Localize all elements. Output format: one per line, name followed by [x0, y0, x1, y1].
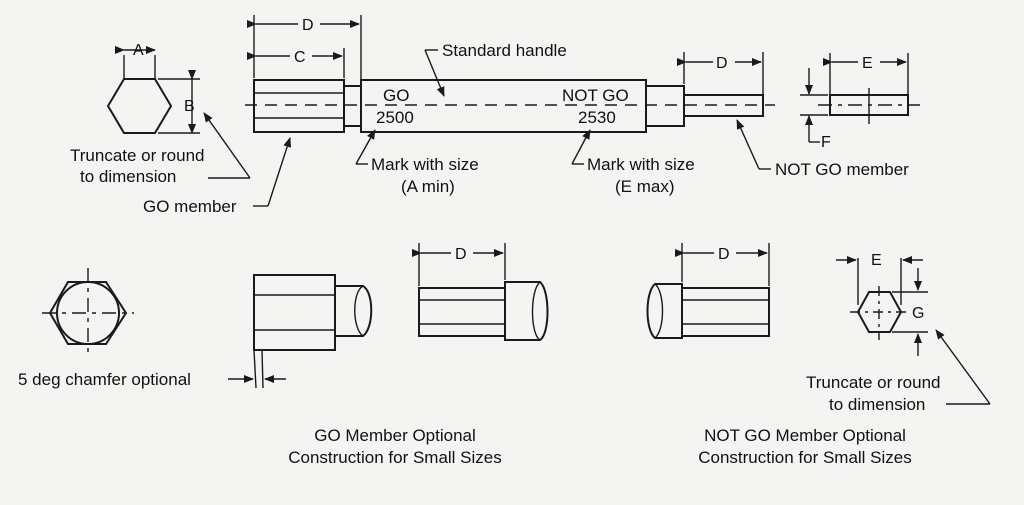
- dim-b-label: B: [184, 98, 195, 115]
- go-optional-caption-line2: Construction for Small Sizes: [288, 448, 502, 467]
- standard-handle-label: Standard handle: [442, 41, 567, 60]
- dim-a-label: A: [133, 42, 144, 59]
- go-optional-caption-line1: GO Member Optional: [314, 426, 476, 445]
- not-go-member-body: [645, 85, 764, 127]
- dim-d-not-go-optional: D: [718, 246, 730, 263]
- go-optional-drawing: [253, 274, 373, 351]
- go-optional-caption: GO Member Optional Construction for Smal…: [288, 426, 502, 467]
- not-go-optional-caption-line2: Construction for Small Sizes: [698, 448, 912, 467]
- chamfer-callout: 5 deg chamfer optional: [18, 349, 286, 389]
- dim-d-go-optional: D: [455, 246, 467, 263]
- not-go-member-label: NOT GO member: [775, 160, 909, 179]
- mark-with-size-go: Mark with size: [371, 155, 479, 174]
- mark-size-e-callout: Mark with size (E max): [571, 129, 695, 196]
- mark-size-a-callout: Mark with size (A min): [355, 129, 479, 196]
- go-optional-insert: D: [412, 243, 549, 341]
- dim-e-bottom: E: [871, 252, 882, 269]
- standard-handle: GO 2500 NOT GO 2530: [360, 79, 647, 133]
- go-member-label: GO member: [143, 197, 237, 216]
- not-go-side-view: E F: [800, 52, 920, 151]
- go-mark-text: GO: [383, 86, 409, 105]
- dim-f-label: F: [821, 134, 831, 151]
- hex-end-view-bottom: [42, 268, 134, 358]
- not-go-member-dims: D: [677, 52, 764, 94]
- dim-d-go: D: [302, 17, 314, 34]
- not-go-optional-caption-line1: NOT GO Member Optional: [704, 426, 906, 445]
- not-go-optional-drawing: D: [646, 243, 770, 339]
- dim-e-top: E: [862, 55, 873, 72]
- go-member-dims: D C: [247, 14, 362, 84]
- e-max-text: (E max): [615, 177, 675, 196]
- small-hex-view: E G: [836, 252, 928, 356]
- a-min-text: (A min): [401, 177, 455, 196]
- dim-c-go: C: [294, 49, 306, 66]
- not-go-size-text: 2530: [578, 108, 616, 127]
- truncate-bottom-line2: to dimension: [829, 395, 925, 414]
- not-go-optional-caption: NOT GO Member Optional Construction for …: [698, 426, 912, 467]
- hex-end-view-top: A B: [106, 42, 200, 134]
- not-go-member-callout: NOT GO member: [736, 119, 909, 179]
- mark-with-size-not-go: Mark with size: [587, 155, 695, 174]
- truncate-text-line1: Truncate or round: [70, 146, 205, 165]
- standard-handle-callout: Standard handle: [424, 41, 567, 97]
- truncate-text-line2: to dimension: [80, 167, 176, 186]
- truncate-callout-top: Truncate or round to dimension: [70, 112, 251, 186]
- truncate-bottom-line1: Truncate or round: [806, 373, 941, 392]
- go-size-text: 2500: [376, 108, 414, 127]
- go-member-body: [253, 79, 362, 133]
- dim-d-not-go: D: [716, 55, 728, 72]
- not-go-mark-text: NOT GO: [562, 86, 629, 105]
- dim-g-label: G: [912, 305, 924, 322]
- chamfer-label: 5 deg chamfer optional: [18, 370, 191, 389]
- go-member-callout: GO member: [143, 137, 292, 216]
- truncate-callout-bottom: Truncate or round to dimension: [806, 329, 991, 414]
